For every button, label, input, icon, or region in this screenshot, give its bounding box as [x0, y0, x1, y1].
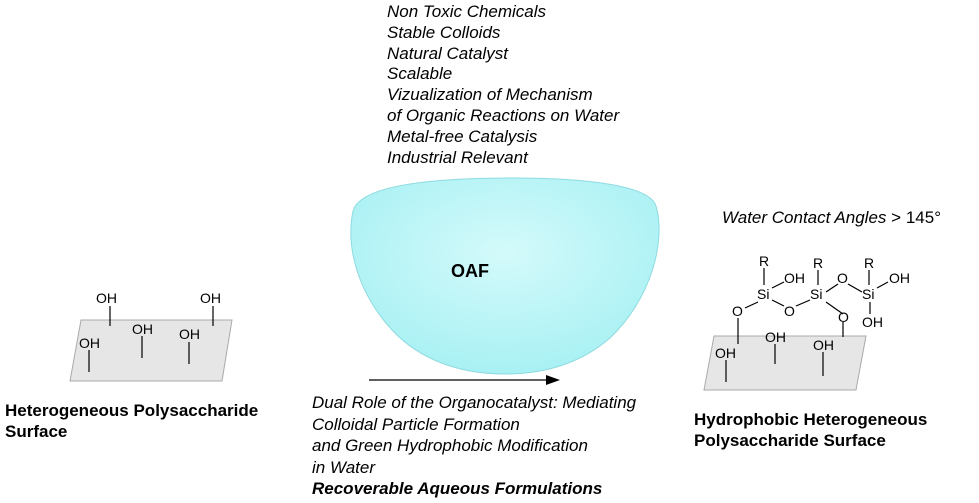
- oh-label: OH: [200, 290, 221, 306]
- oh-label: OH: [79, 335, 100, 351]
- contact-angle-label: Water Contact Angles > 145°: [722, 208, 941, 228]
- oxygen-label: O: [732, 303, 743, 319]
- label-line: Hydrophobic Heterogeneous: [694, 410, 928, 429]
- left-surface-label: Heterogeneous Polysaccharide Surface: [5, 400, 258, 442]
- oh-label: OH: [765, 329, 786, 345]
- si-atom-label: Si: [810, 286, 822, 302]
- feature-item: Non Toxic Chemicals: [387, 2, 547, 21]
- reaction-caption: Dual Role of the Organocatalyst: Mediati…: [312, 392, 636, 500]
- feature-item: of Organic Reactions on Water: [387, 105, 620, 125]
- feature-item: Metal-free Catalysis: [387, 126, 538, 146]
- oh-label: OH: [715, 345, 736, 361]
- label-line: Surface: [5, 422, 68, 441]
- oh-label: OH: [862, 314, 883, 330]
- r-group-label: R: [813, 255, 823, 271]
- droplet-label: OAF: [451, 261, 489, 281]
- oh-label: OH: [179, 326, 200, 342]
- caption-line: Colloidal Particle Formation: [312, 414, 520, 434]
- oh-label: OH: [132, 321, 153, 337]
- caption-line: Dual Role of the Organocatalyst: Mediati…: [312, 393, 637, 412]
- feature-item: Stable Colloids: [387, 22, 501, 42]
- contact-angle-prefix: Water Contact Angles: [722, 208, 887, 227]
- right-surface-plane: [703, 335, 867, 391]
- feature-item: Natural Catalyst: [387, 43, 508, 63]
- oh-label: OH: [813, 337, 834, 353]
- si-atom-label: Si: [757, 286, 769, 302]
- caption-highlight: Recoverable Aqueous Formulations: [312, 479, 603, 498]
- left-surface-plane: [69, 319, 233, 382]
- feature-item: Vizualization of Mechanism: [387, 85, 593, 105]
- contact-angle-value: 145°: [905, 208, 941, 227]
- siloxane-bonds: [725, 268, 889, 382]
- si-atom-label: Si: [862, 286, 874, 302]
- oxygen-label: O: [837, 270, 848, 286]
- oxygen-label: O: [838, 309, 849, 325]
- oh-label: OH: [784, 270, 805, 286]
- caption-line: in Water: [312, 457, 375, 477]
- r-group-label: R: [864, 255, 874, 271]
- left-hydroxyl-groups: [88, 306, 214, 372]
- right-surface-label: Hydrophobic Heterogeneous Polysaccharide…: [694, 409, 927, 451]
- droplet-shape: [350, 177, 660, 375]
- caption-line: and Green Hydrophobic Modification: [312, 436, 588, 455]
- feature-list: Non Toxic Chemicals Stable Colloids Natu…: [387, 2, 619, 168]
- label-line: Polysaccharide Surface: [694, 431, 886, 450]
- oxygen-label: O: [784, 303, 795, 319]
- oh-label: OH: [889, 270, 910, 286]
- feature-item: Industrial Relevant: [387, 147, 528, 167]
- r-group-label: R: [759, 253, 769, 269]
- feature-item: Scalable: [387, 64, 453, 84]
- reaction-arrow-head: [546, 375, 560, 385]
- label-line: Heterogeneous Polysaccharide: [5, 401, 259, 420]
- oh-label: OH: [96, 290, 117, 306]
- contact-angle-symbol: >: [891, 208, 902, 227]
